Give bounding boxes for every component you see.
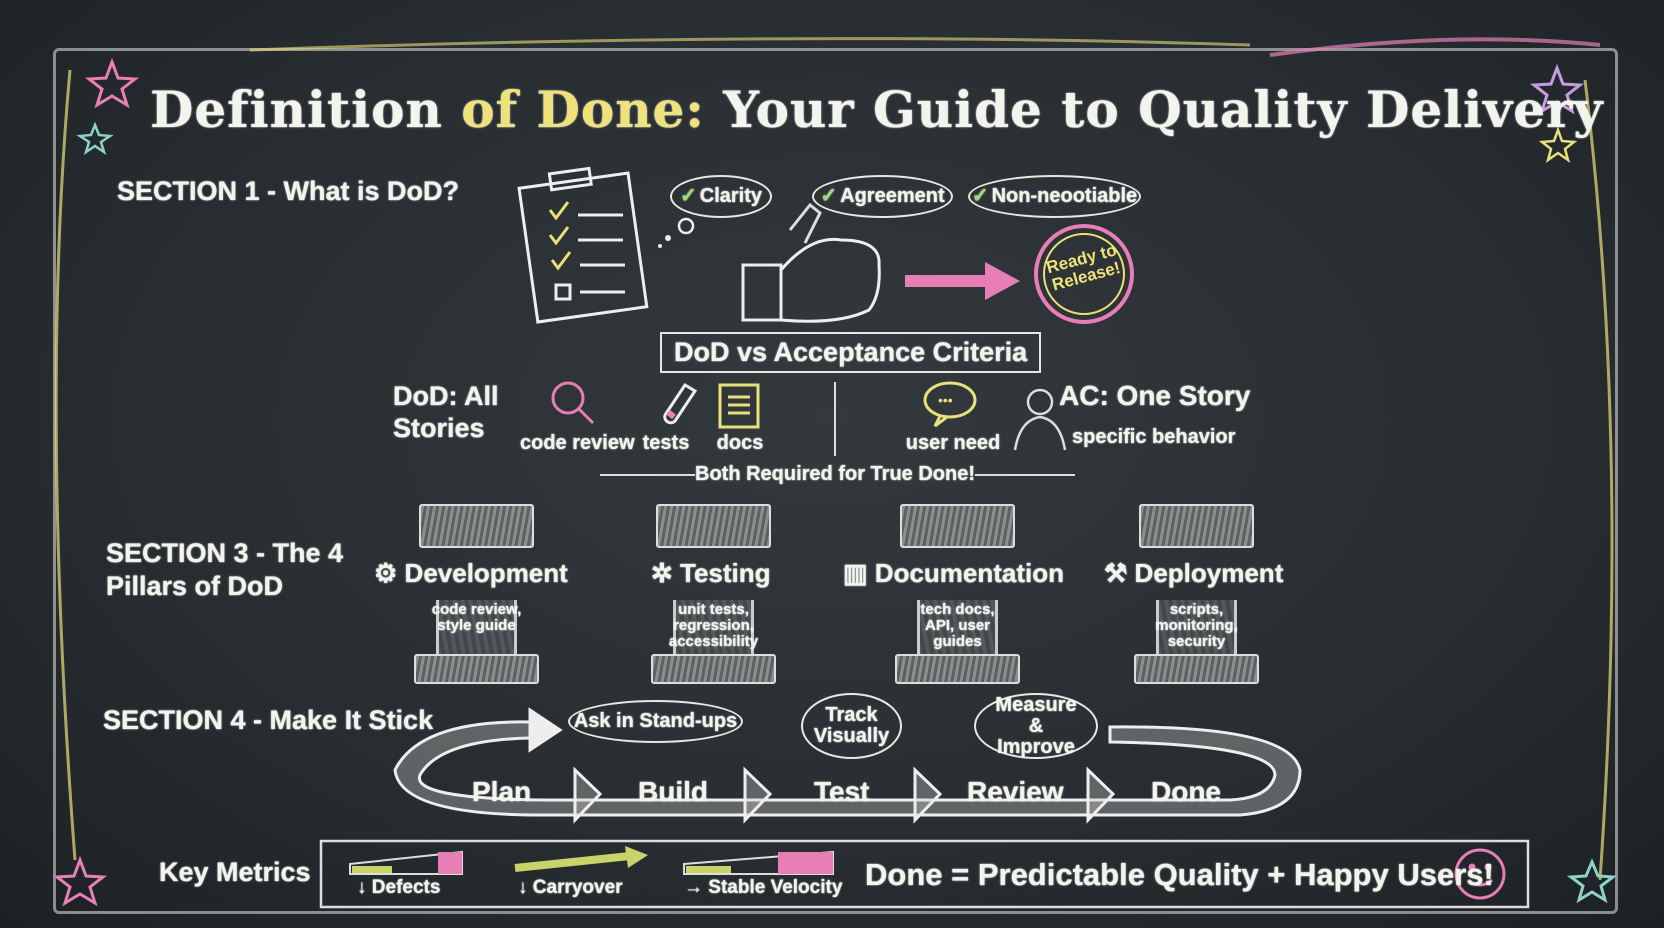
pink-chalk-line-top [1269, 37, 1601, 57]
title-highlight: of Done: [461, 80, 705, 139]
ac-specific-behavior: specific behavior [1072, 426, 1236, 448]
thought-dot [677, 217, 695, 235]
dod-all-stories-label: DoD: All Stories [393, 381, 499, 443]
star-icon [1529, 63, 1585, 115]
metric-carryover: ↓ Carryover [518, 877, 623, 898]
step-done: Done [1151, 776, 1221, 807]
bubble-text: Agreement [840, 185, 945, 207]
dod-item-tests: tests [642, 432, 690, 454]
person-icon [1013, 388, 1067, 451]
pillar-deployment: ⚒ Deployment scripts, monitoring, securi… [1104, 504, 1283, 684]
metric-defects: ↓ Defects [357, 877, 441, 898]
pillar-title: Deployment [1134, 558, 1284, 588]
key-metrics-label: Key Metrics [159, 857, 311, 887]
dod-item-docs: docs [716, 432, 764, 454]
metrics-box [319, 839, 1530, 909]
pillar-development: ⚙ Development code review, style guide [374, 504, 568, 684]
docs-book-icon [718, 383, 760, 429]
bubble-non-negotiable: ✓Non-neootiable [968, 175, 1141, 218]
pillar-title: Documentation [874, 558, 1065, 588]
hand-holding-chalk-icon [741, 202, 881, 323]
step-test: Test [814, 776, 870, 807]
step-build: Build [638, 776, 708, 807]
title-part: Definition [150, 80, 462, 139]
bubble-measure-improve: Measure & Improve [974, 693, 1098, 759]
bug-icon: ✲ [651, 558, 681, 588]
star-icon [76, 121, 114, 155]
star-icon [1538, 126, 1578, 164]
process-loop-arrow [393, 707, 1302, 824]
pillar-header: ▥ Documentation [843, 558, 1064, 589]
dod-vs-ac-heading: DoD vs Acceptance Criteria [660, 332, 1042, 373]
hammer-icon: ⚒ [1104, 558, 1135, 588]
step-plan: Plan [472, 776, 532, 807]
pillar-detail: tech docs, API, user guides [920, 601, 995, 650]
section1-label: SECTION 1 - What is DoD? [117, 176, 460, 206]
pillar-documentation: ▥ Documentation tech docs, API, user gui… [843, 504, 1064, 684]
pillar-detail: unit tests, regression, accessibility [668, 601, 759, 650]
ac-item-user-need: user need [905, 432, 1001, 454]
bubble-agreement: ✓Agreement [812, 175, 953, 218]
section3-label: SECTION 3 - The 4 Pillars of DoD [106, 538, 344, 601]
star-icon [1566, 858, 1618, 904]
star-icon [52, 855, 108, 907]
yellow-chalk-line-left [54, 69, 77, 861]
bubble-track-visually: Track Visually [801, 693, 902, 759]
svg-text:•••: ••• [938, 392, 953, 408]
bubble-clarity: ✓Clarity [670, 175, 772, 218]
magnifier-icon [551, 381, 595, 425]
pillar-header: ⚒ Deployment [1104, 558, 1283, 589]
bubble-text: Non-neootiable [991, 185, 1138, 207]
page-title: Definition of Done: Your Guide to Qualit… [150, 80, 1602, 139]
chalk-frame [53, 48, 1618, 914]
bubble-text: Clarity [699, 185, 762, 207]
book-icon: ▥ [843, 558, 875, 588]
star-icon [84, 57, 140, 109]
wrench-icon: ⚙ [374, 558, 405, 588]
step-review: Review [967, 776, 1064, 807]
tagline: Done = Predictable Quality + Happy Users… [865, 857, 1494, 892]
yellow-chalk-line-right [1583, 79, 1614, 881]
metric-bar-defects [349, 850, 463, 875]
bubble-ask-in-standups: Ask in Stand-ups [568, 700, 743, 743]
dod-item-code-review: code review [520, 432, 635, 454]
pillar-header: ⚙ Development [374, 558, 568, 589]
yellow-chalk-line-top [249, 37, 1251, 52]
metric-bar-velocity [683, 850, 834, 875]
smiley-icon [1454, 848, 1506, 900]
pillar-header: ✲ Testing [651, 558, 771, 589]
pillar-detail: code review, style guide [431, 601, 522, 634]
chat-bubbles-icon: ••• [923, 381, 977, 428]
ac-one-story-label: AC: One Story [1059, 380, 1251, 411]
pink-arrow-icon [905, 262, 1020, 300]
test-tube-icon [663, 382, 698, 425]
clipboard-checklist-icon [517, 166, 649, 324]
pillar-title: Testing [680, 558, 771, 588]
stamp-ring [1034, 224, 1134, 324]
section4-label: SECTION 4 - Make It Stick [103, 705, 434, 735]
metric-stable-velocity: → Stable Velocity [684, 877, 843, 898]
both-required-note: Both Required for True Done! [695, 463, 975, 485]
pillar-title: Development [404, 558, 568, 588]
metric-arrow-carryover [514, 846, 648, 872]
pillar-testing: ✲ Testing unit tests, regression, access… [651, 504, 776, 684]
pillar-detail: scripts, monitoring, security [1155, 601, 1238, 650]
title-part: Your Guide to Quality Delivery [704, 80, 1604, 139]
